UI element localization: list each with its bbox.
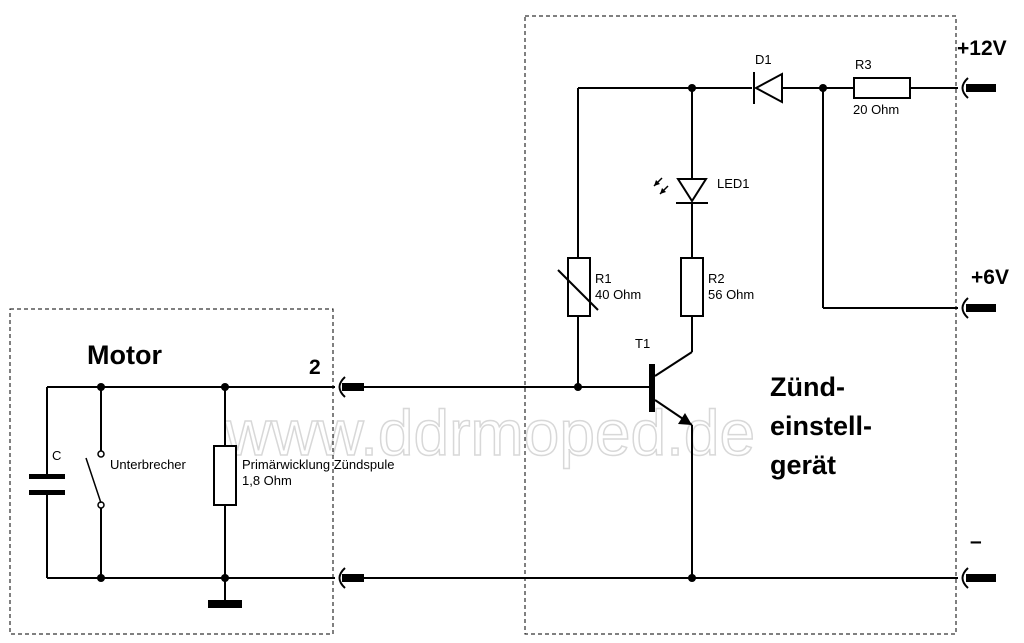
t1-label: T1: [635, 336, 650, 351]
d1-label: D1: [755, 52, 772, 67]
coil-value: 1,8 Ohm: [242, 473, 292, 488]
junction-dots-device: [574, 84, 827, 582]
terminal-plus12: +12V: [957, 37, 1007, 60]
terminal-plus6: +6V: [971, 266, 1009, 289]
r3-label: R3: [855, 57, 872, 72]
breaker-switch: [85, 450, 105, 509]
transistor-t1: [649, 351, 693, 426]
motor-connectors: [338, 376, 364, 589]
motor-box: [9, 308, 334, 635]
motor-title: Motor: [87, 340, 162, 370]
led-led1: [653, 177, 708, 204]
r1-label: R1: [595, 271, 612, 286]
r2-value: 56 Ohm: [708, 287, 754, 302]
device-box: [524, 15, 957, 635]
terminal-2-label: 2: [309, 356, 321, 379]
device-title-line-3: gerät: [770, 450, 836, 480]
resistor-r2: [680, 257, 704, 317]
breaker-label: Unterbrecher: [110, 457, 187, 472]
terminal-minus: –: [970, 530, 982, 553]
motor-wiring: [46, 386, 335, 600]
coil-resistor: [213, 445, 237, 506]
supply-connectors: [961, 77, 996, 589]
r2-label: R2: [708, 271, 725, 286]
resistor-r3: [853, 77, 911, 99]
led1-label: LED1: [717, 176, 750, 191]
resistor-r1: [557, 257, 599, 317]
device-title-line-2: einstell-: [770, 411, 872, 441]
device-wiring: [364, 87, 958, 579]
junction-dots-motor: [97, 383, 229, 582]
r1-value: 40 Ohm: [595, 287, 641, 302]
capacitor-label: C: [52, 448, 61, 463]
capacitor-c: [29, 474, 65, 495]
diode-d1: [753, 72, 783, 104]
coil-label: Primärwicklung Zündspule: [242, 457, 394, 472]
ground-symbol: [208, 600, 242, 608]
r3-value: 20 Ohm: [853, 102, 899, 117]
device-title-line-1: Zünd-: [770, 372, 845, 402]
